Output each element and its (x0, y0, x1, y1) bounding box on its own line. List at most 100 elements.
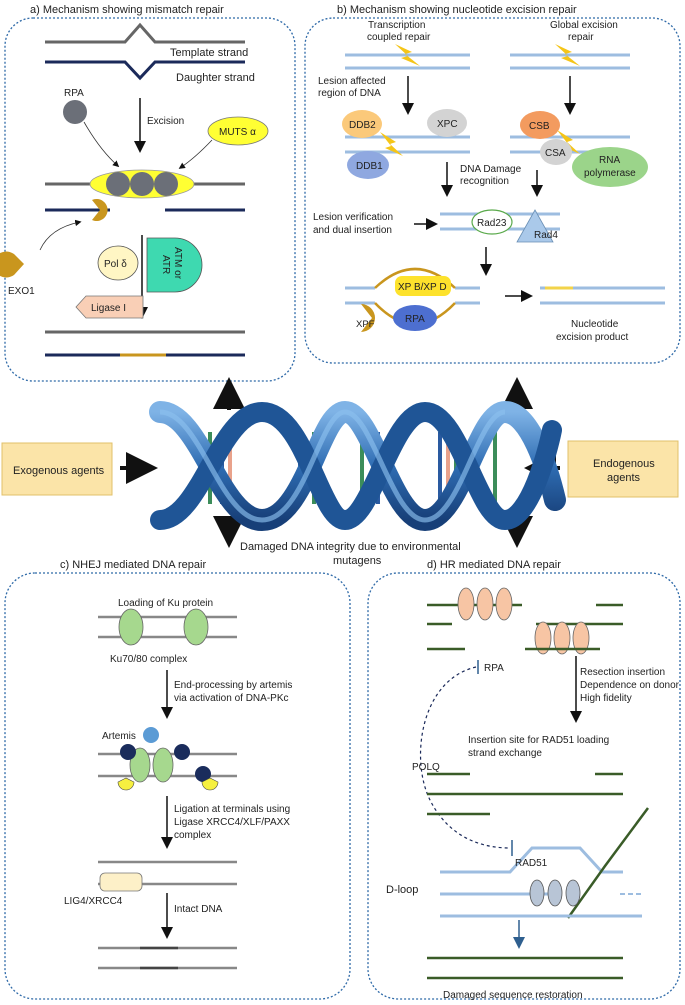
ku80-bound (152, 747, 174, 783)
panel-mismatch-repair: a) Mechanism showing mismatch repair Tem… (0, 4, 296, 382)
exo1-arrow (39, 219, 82, 251)
xpc-label: XPC (437, 119, 458, 130)
intact-dna-label: Intact DNA (174, 904, 223, 915)
template-strand (45, 22, 245, 44)
lesion-label-1: Lesion affected (318, 76, 386, 87)
endogenous-label-2: agents (607, 472, 641, 484)
csb-protein (520, 111, 560, 139)
d-loop-strand (440, 846, 623, 874)
rad23-label: Rad23 (477, 218, 507, 229)
endogenous-agents-box (567, 440, 679, 498)
rad4-label: Rad4 (534, 230, 558, 241)
ku-complex-label: Ku70/80 complex (110, 654, 187, 665)
uv-bolt-tcr (395, 44, 420, 66)
rpa-arrow (83, 121, 120, 168)
rpa-bead-6 (572, 621, 590, 655)
product-label-2: excision product (556, 332, 628, 343)
ddb1-label: DDB1 (356, 161, 383, 172)
loading-ku-label: Loading of Ku protein (118, 598, 213, 609)
rad51-bead-2 (547, 879, 563, 907)
rpa-bead-5 (553, 621, 571, 655)
resection-label-1: Resection insertion (580, 667, 665, 678)
insertion-label-2: strand exchange (468, 748, 542, 759)
dna-helix (149, 400, 566, 532)
svg-text:ATR: ATR (160, 255, 171, 274)
end-processing-label-1: End-processing by artemis (174, 680, 292, 691)
exo1-label: EXO1 (8, 286, 35, 297)
invading-strand (566, 807, 650, 919)
center-helix-section: Exogenous agents Endogenous agents (1, 377, 679, 567)
xpf-label: XPF (356, 319, 375, 330)
rpa-bead-1 (457, 587, 475, 621)
tcr-label-2: coupled repair (367, 32, 431, 43)
excision-label: Excision (147, 116, 184, 127)
rna-polymerase-protein (572, 147, 648, 187)
lesion-label-2: region of DNA (318, 88, 381, 99)
verify-label-1: Lesion verification (313, 212, 393, 223)
hr-rpa-label: RPA (484, 663, 504, 674)
uv-bolt-ggr (555, 44, 580, 66)
artemis-protein (143, 727, 159, 743)
svg-text:ATM or: ATM or (172, 247, 183, 280)
ddb2-label: DDB2 (349, 120, 376, 131)
ner-rpa-label: RPA (405, 314, 425, 325)
panel-b-frame (304, 17, 681, 364)
atm-atr-label: ATM or ATR (160, 247, 183, 280)
lig4-label: LIG4/XRCC4 (64, 896, 123, 907)
verify-label-2: and dual insertion (313, 225, 392, 236)
damaged-integrity-label-2: mutagens (333, 555, 382, 567)
ner-rpa-protein (393, 305, 437, 331)
damage-recognition-label-2: recognition (460, 176, 509, 187)
mmr-subunit-3 (154, 172, 178, 196)
helix-strand-b (150, 401, 562, 531)
dnapkcs-3 (195, 766, 211, 782)
rpa-bead-3 (495, 587, 513, 621)
daughter-strand (45, 60, 245, 81)
polq-label: POLQ (412, 762, 440, 773)
uv-bolt-cs (557, 130, 580, 154)
artemis-label: Artemis (102, 731, 136, 742)
csb-label: CSB (529, 121, 550, 132)
template-strand-label: Template strand (170, 47, 248, 59)
panel-d-title: d) HR mediated DNA repair (427, 559, 561, 571)
rnap-label-1: RNA (599, 155, 620, 166)
xrcc4-piece-1 (117, 777, 135, 791)
ddb2-protein (342, 110, 382, 138)
mmr-subunit-1 (106, 172, 130, 196)
lig4-xrcc4-protein (99, 872, 143, 892)
panel-d-frame (367, 572, 681, 1000)
helix-highlight (159, 409, 506, 523)
rad51-bead-3 (565, 879, 581, 907)
pol-delta-label: Pol δ (104, 259, 127, 270)
end-processing-label-2: via activation of DNA-PKc (174, 693, 289, 704)
mmr-subunit-2 (130, 172, 154, 196)
tcr-label-1: Transcription (368, 20, 425, 31)
rad51-label: RAD51 (515, 858, 548, 869)
ligation-label-3: complex (174, 830, 211, 841)
dnapkcs-2 (174, 744, 190, 760)
ku80-protein (183, 608, 209, 646)
ggr-label-2: repair (568, 32, 594, 43)
muts-arrow (178, 139, 213, 169)
rpa-label: RPA (64, 88, 84, 99)
csa-protein (540, 139, 572, 165)
product-label-1: Nucleotide (571, 319, 619, 330)
daughter-strand-label: Daughter strand (176, 72, 255, 84)
damage-recognition-label-1: DNA Damage (460, 164, 522, 175)
ligase-i-protein (75, 295, 144, 319)
dloop-label: D-loop (386, 884, 418, 896)
panel-nucleotide-excision-repair: b) Mechanism showing nucleotide excision… (304, 4, 681, 364)
panel-a-frame (4, 17, 296, 382)
ddb1-protein (347, 151, 389, 179)
dnapkcs-1 (120, 744, 136, 760)
xpb-xpd-label: XP B/XP D (398, 282, 447, 293)
rad4-protein (516, 209, 554, 243)
xrcc4-piece-2 (201, 777, 219, 791)
rad51-bead-1 (529, 879, 545, 907)
rnap-label-2: polymerase (584, 168, 636, 179)
rad23-protein (471, 209, 513, 235)
endogenous-label-1: Endogenous (593, 458, 655, 470)
panel-a-title: a) Mechanism showing mismatch repair (30, 4, 224, 16)
panel-nhej-repair: c) NHEJ mediated DNA repair Loading of K… (4, 559, 351, 1000)
damaged-integrity-label-1: Damaged DNA integrity due to environment… (240, 541, 461, 553)
